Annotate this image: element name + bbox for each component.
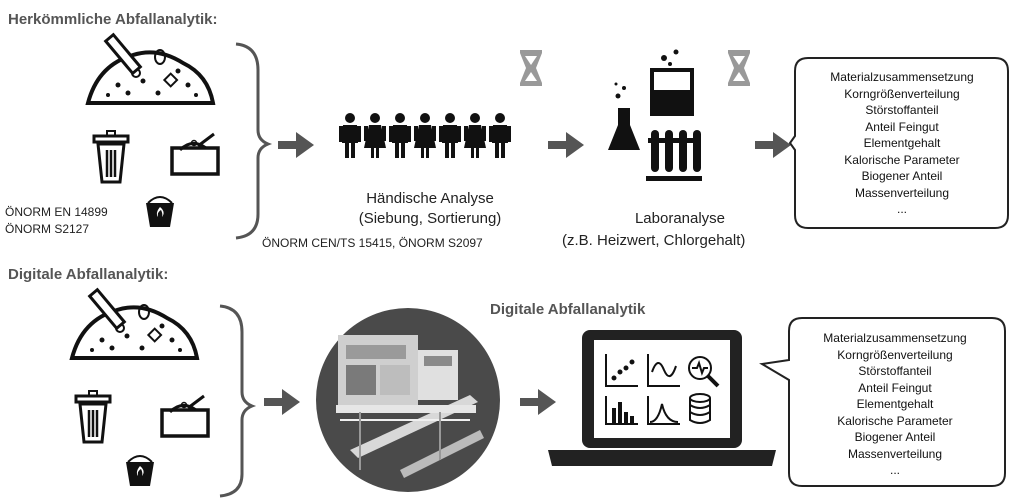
ebs-bucket-icon [125, 455, 155, 487]
result-item: Kalorische Parameter [844, 152, 960, 167]
result-item: Störstoffanteil [865, 103, 939, 117]
result-item: Korngrößenverteilung [844, 86, 960, 101]
arrow-icon [520, 389, 556, 415]
bracket-top [235, 42, 273, 240]
trash-bin-icon [92, 129, 130, 184]
results-list-digital: Materialzusammensetzung Korngrößenvertei… [795, 330, 995, 479]
section-title-digital: Digitale Abfallanalytik: [8, 266, 169, 283]
laptop-analytics-icon [548, 330, 776, 466]
arrow-icon [264, 389, 300, 415]
result-item: ... [896, 202, 907, 216]
workers-icon [339, 113, 511, 158]
lab-analysis-label: Laboranalyse [634, 210, 726, 227]
result-item: Elementgehalt [863, 136, 941, 150]
result-item: Materialzusammensetzung [830, 70, 974, 84]
norm-s2127: ÖNORM S2127 [5, 222, 90, 236]
ebs-bucket-label: EBS [134, 487, 146, 493]
result-item: Korngrößenverteilung [837, 347, 953, 362]
result-item: Biogener Anteil [854, 430, 936, 444]
waste-pile-icon [70, 287, 199, 360]
digital-analytics-label: Digitale Abfallanalytik [490, 301, 646, 318]
result-item: Störstoffanteil [858, 364, 932, 378]
waste-pile-icon [86, 32, 215, 105]
arrow-icon [548, 132, 584, 158]
lab-equipment-icon [608, 49, 702, 181]
sorting-plant-photo [316, 308, 500, 492]
result-item: Massenverteilung [847, 446, 943, 461]
result-item: Anteil Feingut [858, 380, 932, 395]
results-list-conventional: Materialzusammensetzung Korngrößenvertei… [802, 69, 1002, 218]
result-item: Kalorische Parameter [837, 413, 953, 428]
result-item: Elementgehalt [856, 397, 934, 411]
arrow-icon [278, 132, 314, 158]
norm-en-14899: ÖNORM EN 14899 [5, 205, 108, 219]
waste-container-icon [170, 132, 220, 176]
trash-bin-icon [74, 389, 112, 444]
bracket-bottom [219, 304, 257, 498]
arrow-icon [755, 132, 791, 158]
result-item: Biogener Anteil [861, 169, 943, 183]
hourglass-icon [520, 50, 542, 86]
hourglass-icon [728, 50, 750, 86]
manual-analysis-norms: ÖNORM CEN/TS 15415, ÖNORM S2097 [262, 236, 483, 250]
section-title-conventional: Herkömmliche Abfallanalytik: [8, 11, 218, 28]
result-item: Materialzusammensetzung [823, 331, 967, 345]
result-item: Massenverteilung [854, 185, 950, 200]
result-item: ... [889, 463, 900, 477]
ebs-bucket-label: EBS [154, 228, 166, 234]
waste-container-icon [160, 394, 210, 438]
ebs-bucket-icon [145, 196, 175, 228]
lab-analysis-examples: (z.B. Heizwert, Chlorgehalt) [562, 232, 746, 249]
result-item: Anteil Feingut [865, 119, 939, 134]
manual-analysis-methods: (Siebung, Sortierung) [358, 210, 502, 227]
manual-analysis-label: Händische Analyse [366, 190, 494, 207]
